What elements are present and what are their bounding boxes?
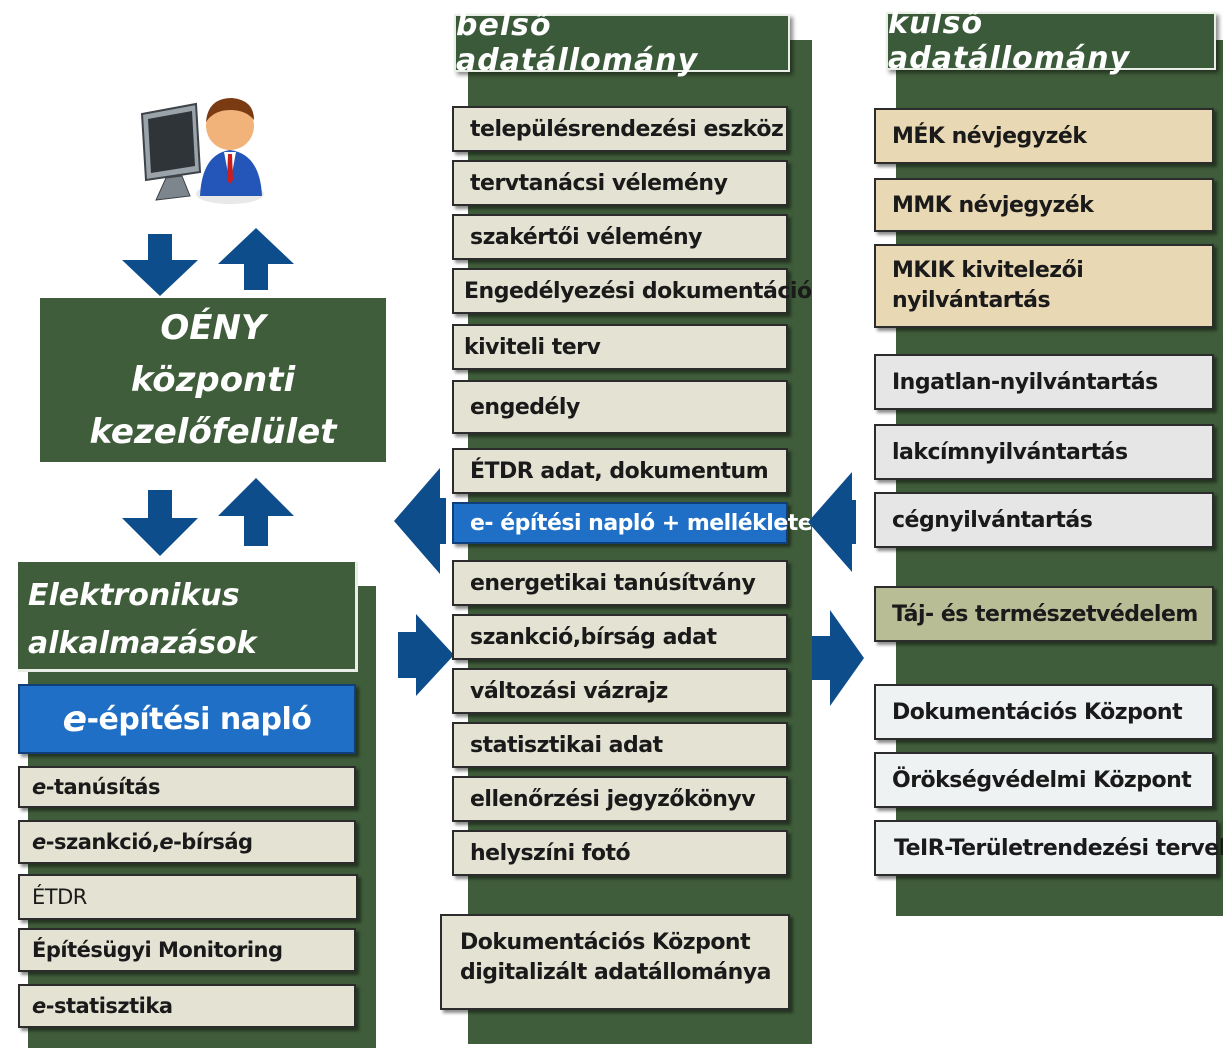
internal-item-label: ellenőrzési jegyzőkönyv [470,786,756,812]
external-item-label: MMK névjegyzék [892,192,1094,218]
app-item-prefix-2: e [159,830,174,854]
external-item[interactable]: Táj- és természetvédelem [874,586,1214,642]
external-item-label: cégnyilvántartás [892,507,1093,533]
apps-header: Elektronikus alkalmazások [18,562,358,672]
internal-bottom-item[interactable]: Dokumentációs Központ digitalizált adatá… [440,914,790,1010]
app-item-epitesugyi-monitoring[interactable]: Építésügyi Monitoring [18,928,356,972]
app-item-label-2: -bírság [173,830,253,854]
hub-line-3: kezelőfelület [89,412,337,452]
app-item-prefix: e [32,775,46,799]
internal-item[interactable]: statisztikai adat [452,722,788,768]
hub-line-2: központi [130,360,296,400]
internal-item-label: Engedélyezési dokumentáció [464,278,812,304]
internal-item-label: tervtanácsi vélemény [470,170,728,196]
app-item-label: -építési napló [86,701,312,737]
apps-header-line-2: alkalmazások [28,626,257,661]
internal-item-label: településrendezési eszköz [470,116,784,142]
external-item[interactable]: MÉK névjegyzék [874,108,1214,164]
external-item[interactable]: MKIK kivitelezői nyilvántartás [874,244,1214,328]
external-item[interactable]: lakcímnyilvántartás [874,424,1214,480]
internal-item-label: engedély [470,394,580,420]
app-item-prefix: e [32,994,46,1018]
hub-line-1: OÉNY [160,308,266,348]
down-arrow-icon [122,490,198,556]
internal-bottom-line-2: digitalizált adatállománya [460,960,772,985]
internal-bottom-line-1: Dokumentációs Központ [460,930,751,955]
app-item-e-tanusitas[interactable]: e-tanúsítás [18,766,356,808]
internal-item[interactable]: engedély [452,380,788,434]
app-item-e-szankcio[interactable]: e-szankció, e-bírság [18,820,356,864]
oeny-central-hub: OÉNY központi kezelőfelület [40,298,386,462]
up-arrow-icon [218,478,294,546]
internal-item-label: szankció,bírság adat [470,624,717,650]
internal-item[interactable]: energetikai tanúsítvány [452,560,788,606]
internal-item-label: kiviteli terv [464,334,601,360]
external-item-label: lakcímnyilvántartás [892,439,1128,465]
external-item[interactable]: Dokumentációs Központ [874,684,1214,740]
right-arrow-icon [398,614,454,696]
internal-item[interactable]: Engedélyezési dokumentáció [452,268,812,314]
internal-item-label: változási vázrajz [470,678,668,704]
app-item-etdr[interactable]: ÉTDR [18,874,358,920]
internal-item-highlighted[interactable]: e- építési napló + mellékletei [452,502,820,544]
external-item[interactable]: cégnyilvántartás [874,492,1214,548]
internal-item[interactable]: szankció,bírság adat [452,614,788,660]
external-item[interactable]: MMK névjegyzék [874,178,1214,232]
external-header: külső adatállomány [886,6,1216,76]
left-arrow-icon [808,472,856,572]
internal-item[interactable]: változási vázrajz [452,668,788,714]
app-item-e-statisztika[interactable]: e-statisztika [18,984,356,1028]
external-item-label: Dokumentációs Központ [892,699,1183,725]
down-arrow-icon [122,234,198,296]
internal-header: belső adatállomány [454,8,790,78]
internal-item[interactable]: ÉTDR adat, dokumentum [452,448,788,494]
up-arrow-icon [218,228,294,290]
internal-item-label: energetikai tanúsítvány [470,570,756,596]
external-item-label: Táj- és természetvédelem [892,601,1198,627]
apps-header-line-1: Elektronikus [28,578,240,613]
left-arrow-icon [394,468,446,574]
internal-item-label: statisztikai adat [470,732,663,758]
internal-item-label: helyszíni fotó [470,840,631,866]
external-item-label: Ingatlan-nyilvántartás [892,369,1158,395]
app-item-prefix: e [32,830,46,854]
external-item-label: Örökségvédelmi Központ [892,767,1192,793]
right-arrow-icon [812,610,864,706]
internal-item[interactable]: kiviteli terv [452,324,788,370]
user-at-computer-icon [138,84,266,204]
external-item[interactable]: Örökségvédelmi Központ [874,752,1214,808]
external-item-label: MKIK kivitelezői nyilvántartás [892,258,1084,313]
external-item-label: TeIR-Területrendezési tervek [894,835,1223,861]
app-item-label: -tanúsítás [45,775,161,799]
app-item-e-epitesi-naplo[interactable]: e-építési napló [18,684,356,754]
internal-item[interactable]: szakértői vélemény [452,214,788,260]
internal-item-label: szakértői vélemény [470,224,702,250]
internal-item[interactable]: helyszíni fotó [452,830,788,876]
app-item-label: Építésügyi Monitoring [32,938,283,962]
app-item-label: -statisztika [45,994,173,1018]
internal-item-label: e- építési napló + mellékletei [470,510,820,536]
app-item-prefix: e [62,698,87,740]
internal-item[interactable]: ellenőrzési jegyzőkönyv [452,776,788,822]
internal-item[interactable]: tervtanácsi vélemény [452,160,788,206]
external-item[interactable]: TeIR-Területrendezési tervek [874,820,1223,876]
app-item-label: -szankció, [45,830,160,854]
app-item-label: ÉTDR [32,885,87,909]
internal-item[interactable]: településrendezési eszköz [452,106,788,152]
internal-item-label: ÉTDR adat, dokumentum [470,458,769,484]
external-item-label: MÉK névjegyzék [892,123,1087,149]
external-item[interactable]: Ingatlan-nyilvántartás [874,354,1214,410]
